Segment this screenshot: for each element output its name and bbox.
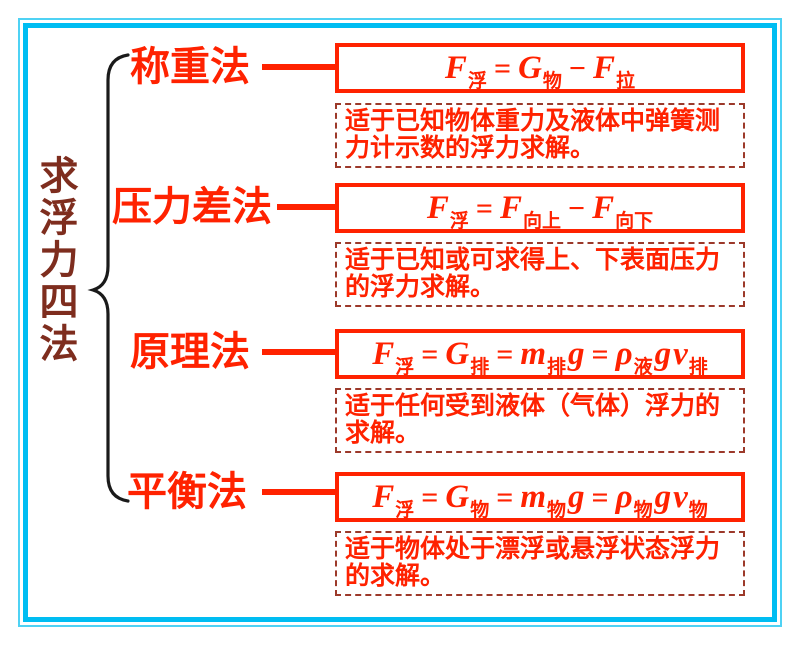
formula-subscript: 液 (633, 356, 653, 378)
formula-variable: g (654, 478, 672, 515)
formula-operator: = (591, 480, 609, 514)
note-box: 适于物体处于漂浮或悬浮状态浮力 的求解。 (335, 531, 745, 596)
note-box: 适于已知物体重力及液体中弹簧测 力计示数的浮力求解。 (335, 103, 745, 168)
connector-line (262, 349, 340, 355)
formula-operator: = (496, 480, 514, 514)
formula: F浮=F向上−F向下 (426, 189, 654, 231)
note-line: 适于物体处于漂浮或悬浮状态浮力 (345, 535, 721, 563)
formula-subscript: 浮 (449, 210, 469, 232)
note-line: 适于已知或可求得上、下表面压力 (345, 246, 721, 274)
formula-subscript: 排 (470, 356, 490, 378)
formula-subscript: 向上 (523, 210, 562, 232)
formula-subscript: 浮 (467, 70, 487, 92)
formula-variable: F (426, 189, 449, 226)
formula-variable: g (654, 335, 672, 372)
formula-variable: F (593, 49, 616, 86)
formula-operator: − (568, 51, 587, 85)
formula-variable: F (372, 335, 395, 372)
formula-subscript: 物 (546, 499, 566, 521)
formula-subscript: 排 (688, 356, 708, 378)
formula-box: F浮=F向上−F向下 (335, 183, 745, 233)
formula-variable: F (372, 478, 395, 515)
formula: F浮=G物=m物g=ρ物gv物 (371, 478, 709, 520)
formula-operator: = (496, 337, 514, 371)
formula: F浮=G排=m排g=ρ液gv排 (371, 335, 709, 377)
formula-variable: F (499, 189, 522, 226)
note-line: 求解。 (345, 419, 421, 447)
formula-variable: g (568, 335, 585, 372)
formula-subscript: 物 (470, 499, 490, 521)
formula-box: F浮=G排=m排g=ρ液gv排 (335, 329, 745, 379)
formula-box: F浮=G物−F拉 (335, 43, 745, 93)
formula-subscript: 浮 (395, 356, 415, 378)
formula-variable: ρ (615, 478, 633, 515)
formula-subscript: 物 (688, 499, 708, 521)
note-line: 适于任何受到液体（气体）浮力的 (345, 392, 721, 420)
formula: F浮=G物−F拉 (444, 49, 636, 91)
formula-subscript: 物 (542, 70, 562, 92)
formula-subscript: 排 (546, 356, 566, 378)
formula-variable: ρ (615, 335, 633, 372)
formula-variable: G (445, 478, 470, 515)
formula-box: F浮=G物=m物g=ρ物gv物 (335, 472, 745, 522)
formula-variable: g (568, 478, 585, 515)
note-line: 的求解。 (345, 562, 446, 590)
formula-subscript: 拉 (616, 70, 636, 92)
formula-subscript: 物 (633, 499, 653, 521)
method-label-equilibrium: 平衡法 (127, 470, 247, 514)
formula-operator: = (421, 337, 439, 371)
connector-line (262, 489, 340, 495)
formula-variable: F (444, 49, 467, 86)
note-box: 适于已知或可求得上、下表面压力 的浮力求解。 (335, 242, 745, 307)
note-line: 的浮力求解。 (345, 273, 496, 301)
formula-variable: m (520, 335, 546, 372)
note-line: 适于已知物体重力及液体中弹簧测 (345, 107, 721, 135)
diagram-title: 求浮力四法 (34, 155, 77, 365)
formula-operator: = (475, 191, 493, 225)
connector-line (277, 204, 340, 210)
formula-variable: G (518, 49, 542, 86)
formula-operator: − (568, 191, 586, 225)
formula-subscript: 向下 (615, 210, 654, 232)
formula-variable: F (592, 189, 615, 226)
formula-variable: G (445, 335, 470, 372)
formula-variable: v (673, 335, 688, 372)
formula-subscript: 浮 (395, 499, 415, 521)
curly-brace-icon (87, 53, 130, 503)
note-box: 适于任何受到液体（气体）浮力的 求解。 (335, 388, 745, 453)
formula-variable: m (520, 478, 546, 515)
method-label-pressure-difference: 压力差法 (112, 185, 272, 229)
formula-operator: = (493, 51, 512, 85)
connector-line (262, 64, 340, 70)
note-line: 力计示数的浮力求解。 (345, 134, 596, 162)
method-label-weighing: 称重法 (130, 45, 250, 89)
method-label-principle: 原理法 (130, 330, 250, 374)
formula-operator: = (591, 337, 609, 371)
formula-variable: v (673, 478, 688, 515)
formula-operator: = (421, 480, 439, 514)
